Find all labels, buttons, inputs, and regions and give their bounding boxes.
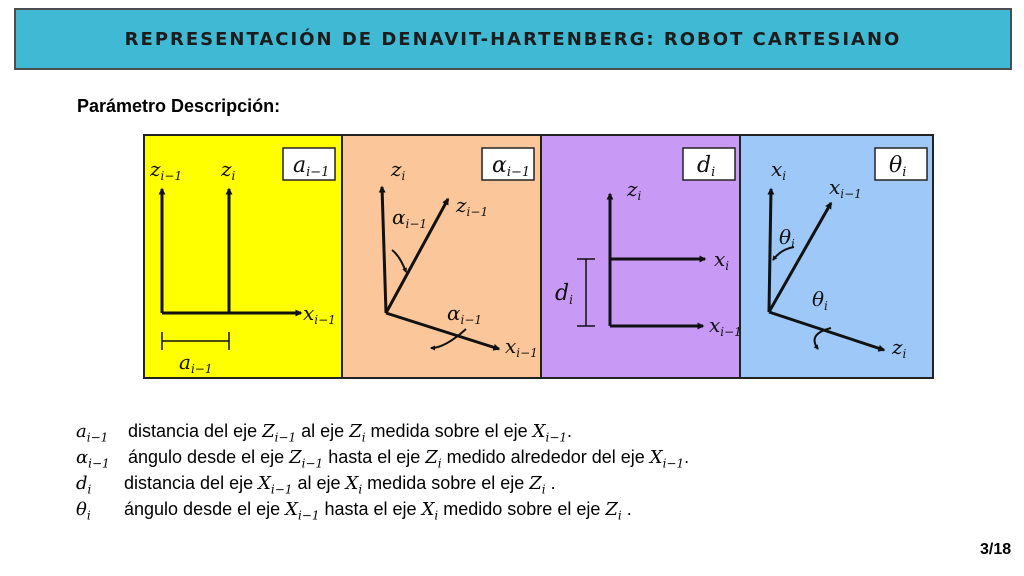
- label-angle-bottom: αi−1: [447, 301, 482, 327]
- slide-title: REPRESENTACIÓN DE DENAVIT-HARTENBERG: RO…: [124, 28, 902, 50]
- label-z-current: zi: [390, 157, 406, 183]
- panel-a: ai−1 zi−1 zi xi−1 ai−1: [149, 147, 336, 376]
- label-x-prev: xi−1: [303, 301, 336, 327]
- x-prev-axis: [385, 311, 501, 351]
- label-z-current: zi: [626, 177, 642, 203]
- badge-theta-box: [874, 147, 928, 181]
- badge-alpha-label: αi−1: [492, 153, 530, 180]
- definition-symbol: αi−1: [76, 447, 110, 471]
- definition-text: ángulo desde el eje Zi−1 hasta el eje Zi…: [128, 447, 690, 471]
- panel-alpha: αi−1 zi zi−1 αi−1 αi−1 xi−1: [378, 147, 538, 360]
- definition-symbol: θi: [76, 499, 91, 523]
- definition-text: ángulo desde el eje Xi−1 hasta el eje Xi…: [124, 499, 632, 523]
- label-d-dimension: di: [555, 281, 573, 307]
- definition-text: distancia del eje Xi−1 al eje Xi medida …: [124, 473, 556, 497]
- label-angle-top: αi−1: [392, 205, 427, 231]
- definition-d: di distancia del eje Xi−1 al eje Xi medi…: [76, 473, 976, 499]
- section-heading: Parámetro Descripción:: [77, 96, 281, 116]
- angle-arc-top: [391, 249, 407, 273]
- badge-a-label: ai−1: [293, 153, 329, 180]
- label-z-prev: zi−1: [149, 157, 182, 183]
- label-x-current: xi: [714, 247, 729, 273]
- label-z-prev: zi−1: [455, 193, 488, 219]
- dh-diagram-svg: ai−1 zi−1 zi xi−1 ai−1 αi−1 zi zi−1 αi−1…: [143, 134, 934, 379]
- parameter-definitions: ai−1 distancia del eje Zi−1 al eje Zi me…: [76, 421, 976, 525]
- z-prev-axis: [384, 197, 450, 314]
- panel-d: di zi xi di xi−1: [555, 147, 742, 339]
- badge-d-box: [682, 147, 736, 181]
- definition-symbol: di: [76, 473, 92, 497]
- definition-text: distancia del eje Zi−1 al eje Zi medida …: [128, 421, 573, 445]
- panel-theta: θi xi xi−1 θi θi zi: [767, 147, 928, 361]
- badge-theta-label: θi: [889, 153, 906, 180]
- label-x-prev: xi−1: [829, 175, 862, 201]
- label-angle-bottom: θi: [812, 287, 828, 313]
- definition-symbol: ai−1: [76, 421, 109, 445]
- page-number: 3/18: [980, 541, 1012, 558]
- label-z-current: zi: [891, 335, 907, 361]
- definition-a: ai−1 distancia del eje Zi−1 al eje Zi me…: [76, 421, 976, 447]
- angle-arc-top: [772, 246, 795, 261]
- label-x-prev: xi−1: [505, 334, 538, 360]
- x-current-axis: [767, 187, 775, 313]
- badge-d-label: di: [697, 153, 715, 180]
- badge-alpha-box: [481, 147, 535, 181]
- definition-alpha: αi−1 ángulo desde el eje Zi−1 hasta el e…: [76, 447, 976, 473]
- definition-theta: θi ángulo desde el eje Xi−1 hasta el eje…: [76, 499, 976, 525]
- title-banner: REPRESENTACIÓN DE DENAVIT-HARTENBERG: RO…: [14, 8, 1012, 70]
- angle-arc-bottom: [430, 328, 467, 351]
- angle-arc-bottom: [813, 327, 832, 350]
- z-current-axis: [378, 185, 388, 314]
- label-a-dimension: ai−1: [179, 350, 212, 376]
- dh-parameters-diagram: ai−1 zi−1 zi xi−1 ai−1 αi−1 zi zi−1 αi−1…: [143, 134, 934, 380]
- label-angle-top: θi: [779, 225, 795, 251]
- label-z-current: zi: [220, 157, 236, 183]
- label-x-current: xi: [771, 157, 786, 183]
- label-x-prev: xi−1: [709, 313, 742, 339]
- z-current-axis: [768, 310, 886, 352]
- badge-a-box: [282, 147, 336, 181]
- x-prev-axis: [767, 201, 833, 313]
